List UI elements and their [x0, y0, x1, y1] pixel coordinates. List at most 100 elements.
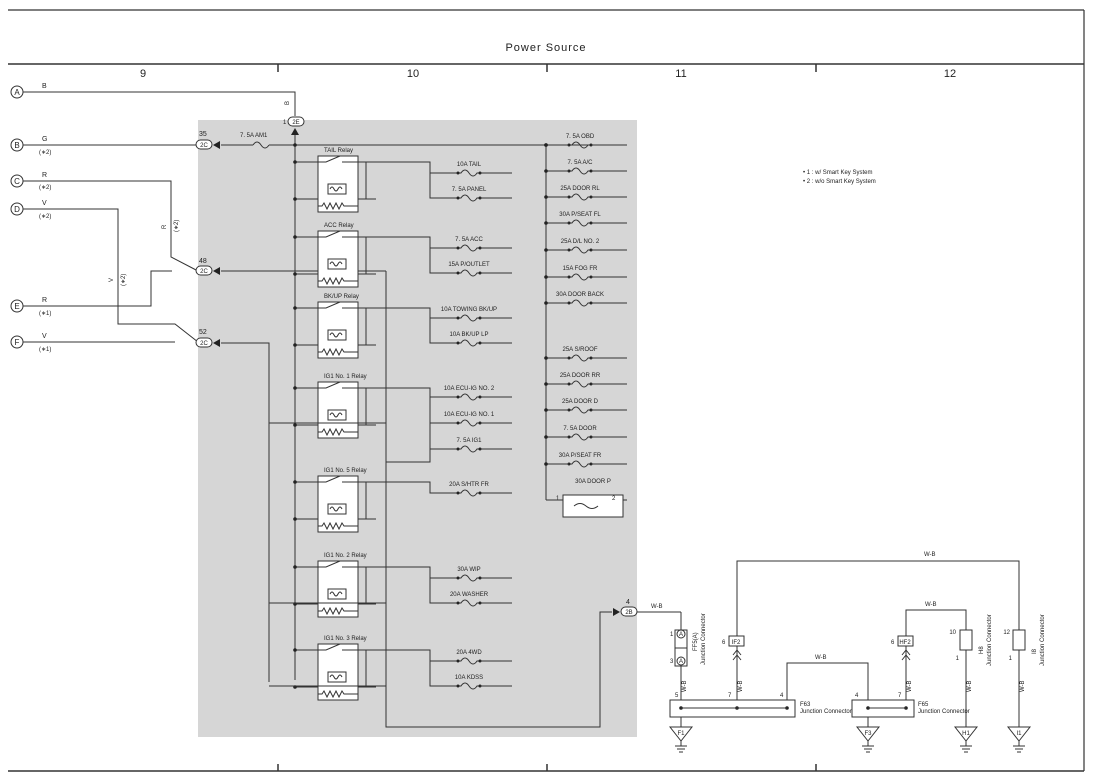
relay-fuse: 10A KDSS: [455, 675, 483, 690]
svg-text:1: 1: [1009, 656, 1013, 662]
svg-text:B: B: [14, 141, 19, 150]
ground-wire-label: W-B: [738, 680, 744, 692]
wire-note-label: (∗2): [39, 150, 51, 156]
fuse-label: 20A S/HTR FR: [449, 482, 489, 488]
svg-text:F1: F1: [677, 731, 685, 737]
relay-fuse: 20A 4WD: [456, 650, 482, 665]
connector-2c-35: 2C 35: [195, 131, 220, 150]
junction-f63: 5 7 4 F63 Junction Connector: [669, 693, 852, 718]
junction-i8: 12 1 I8 Junction Connector: [1003, 614, 1046, 666]
svg-text:2E: 2E: [292, 120, 299, 126]
wire-color-label: V: [42, 200, 47, 207]
input-terminal-d: D V (∗2): [10, 200, 51, 220]
fuse-label: 20A 4WD: [456, 650, 482, 656]
fuse-label: 10A ECU-IG NO. 2: [444, 386, 495, 392]
relay-label: TAIL Relay: [324, 148, 353, 154]
ground-wire-label: W-B: [682, 680, 688, 692]
fuse-label: 10A BK/UP LP: [450, 332, 489, 338]
relay-label: IG1 No. 5 Relay: [324, 468, 367, 474]
ground-wire-label: W-B: [925, 602, 937, 608]
svg-text:I8: I8: [1032, 648, 1038, 654]
svg-text:Junction Connector: Junction Connector: [701, 613, 707, 665]
fuse-label: 10A ECU-IG NO. 1: [444, 412, 495, 418]
relay-label: ACC Relay: [324, 223, 354, 229]
svg-text:10: 10: [949, 630, 956, 636]
svg-text:6: 6: [722, 640, 726, 646]
fuse-label: 10A TAIL: [457, 162, 482, 168]
svg-text:A: A: [679, 659, 683, 665]
fuse-label: 7. 5A OBD: [566, 134, 595, 140]
ground-wire-label: W-B: [815, 655, 827, 661]
svg-text:D: D: [14, 205, 20, 214]
ground-wire-label: W-B: [1020, 680, 1026, 692]
fuse-label: 25A DOOR D: [562, 399, 599, 405]
wire-note-label: (∗2): [39, 214, 51, 220]
fuse-label: 7. 5A DOOR: [563, 426, 597, 432]
am1-fuse-label: 7. 5A AM1: [240, 133, 268, 139]
svg-text:4: 4: [780, 693, 784, 699]
wire-note-r-vertical: (∗2): [174, 220, 180, 232]
svg-text:2C: 2C: [200, 341, 208, 347]
svg-text:A: A: [14, 88, 20, 97]
column-label-11: 11: [675, 68, 686, 80]
input-terminal-e: E R (∗1): [10, 297, 51, 317]
svg-text:Junction Connector: Junction Connector: [987, 614, 993, 666]
connector-2c-48: 2C 48: [195, 258, 220, 276]
junction-ff5: A A 1 3 FF5(A) Junction Connector: [670, 613, 707, 667]
fuse-label: 25A S/ROOF: [562, 347, 597, 353]
wire-color-label: V: [42, 333, 47, 340]
junction-drops: [680, 717, 869, 727]
fuse-label: 15A P/OUTLET: [448, 262, 490, 268]
svg-text:F3: F3: [864, 731, 872, 737]
fuse-label: 10A KDSS: [455, 675, 483, 681]
svg-text:6: 6: [891, 640, 895, 646]
junction-f65: 4 7 F65 Junction Connector: [851, 693, 970, 718]
connector-2e: 2E 1: [283, 116, 305, 135]
svg-text:2B: 2B: [625, 610, 632, 616]
svg-text:2C: 2C: [200, 269, 208, 275]
svg-text:F65: F65: [918, 702, 929, 708]
input-terminal-c: C R (∗2): [10, 172, 51, 191]
relay-5: IG1 No. 5 Relay 20A S/HTR FR: [293, 468, 512, 533]
svg-text:5: 5: [675, 693, 679, 699]
ground-point-f3: F3: [855, 726, 881, 753]
b-plus-fuse: 30A DOOR BACK: [556, 292, 604, 307]
svg-text:H8: H8: [979, 646, 985, 654]
svg-text:E: E: [14, 302, 19, 311]
note-no-smart-key: • 2 : w/o Smart Key System: [803, 179, 876, 185]
svg-text:FF5(A): FF5(A): [693, 632, 699, 651]
svg-text:I1: I1: [1016, 731, 1022, 737]
wire-color-label: B: [42, 83, 47, 90]
column-label-10: 10: [407, 68, 419, 80]
svg-text:4: 4: [855, 693, 859, 699]
door-p-breaker: 1 2: [546, 494, 627, 518]
fuse-label: 30A P/SEAT FL: [559, 212, 601, 218]
fuse-label: 25A DOOR RL: [560, 186, 600, 192]
fuse-label: 25A DOOR RR: [560, 373, 601, 379]
svg-text:2: 2: [612, 496, 616, 502]
fuse-label: 7. 5A PANEL: [452, 187, 487, 193]
wire-note-label: (∗1): [39, 347, 51, 353]
ground-point-f1: F1: [668, 726, 694, 753]
relay-fuse: 15A P/OUTLET: [448, 262, 490, 277]
relay-label: BK/UP Relay: [324, 294, 359, 300]
svg-text:7: 7: [898, 693, 902, 699]
fuse-label: 30A WIP: [457, 567, 480, 573]
wire-label-v-vertical: V: [109, 278, 115, 282]
svg-text:52: 52: [199, 329, 207, 336]
ground-wire-label: W-B: [651, 604, 663, 610]
wire-note-label: (∗1): [39, 311, 51, 317]
wire-label-b-vertical: B: [285, 101, 291, 105]
column-label-12: 12: [944, 68, 956, 80]
svg-text:4: 4: [626, 599, 630, 606]
relay-coil-feeds: [269, 422, 431, 687]
svg-text:HF2: HF2: [899, 640, 911, 646]
svg-text:3: 3: [670, 659, 674, 665]
ground-wire-label: W-B: [907, 680, 913, 692]
relay-1: TAIL Relay 10A TAIL 7. 5A PANEL: [293, 148, 512, 213]
svg-text:1: 1: [956, 656, 960, 662]
svg-text:Junction Connector: Junction Connector: [918, 709, 970, 715]
